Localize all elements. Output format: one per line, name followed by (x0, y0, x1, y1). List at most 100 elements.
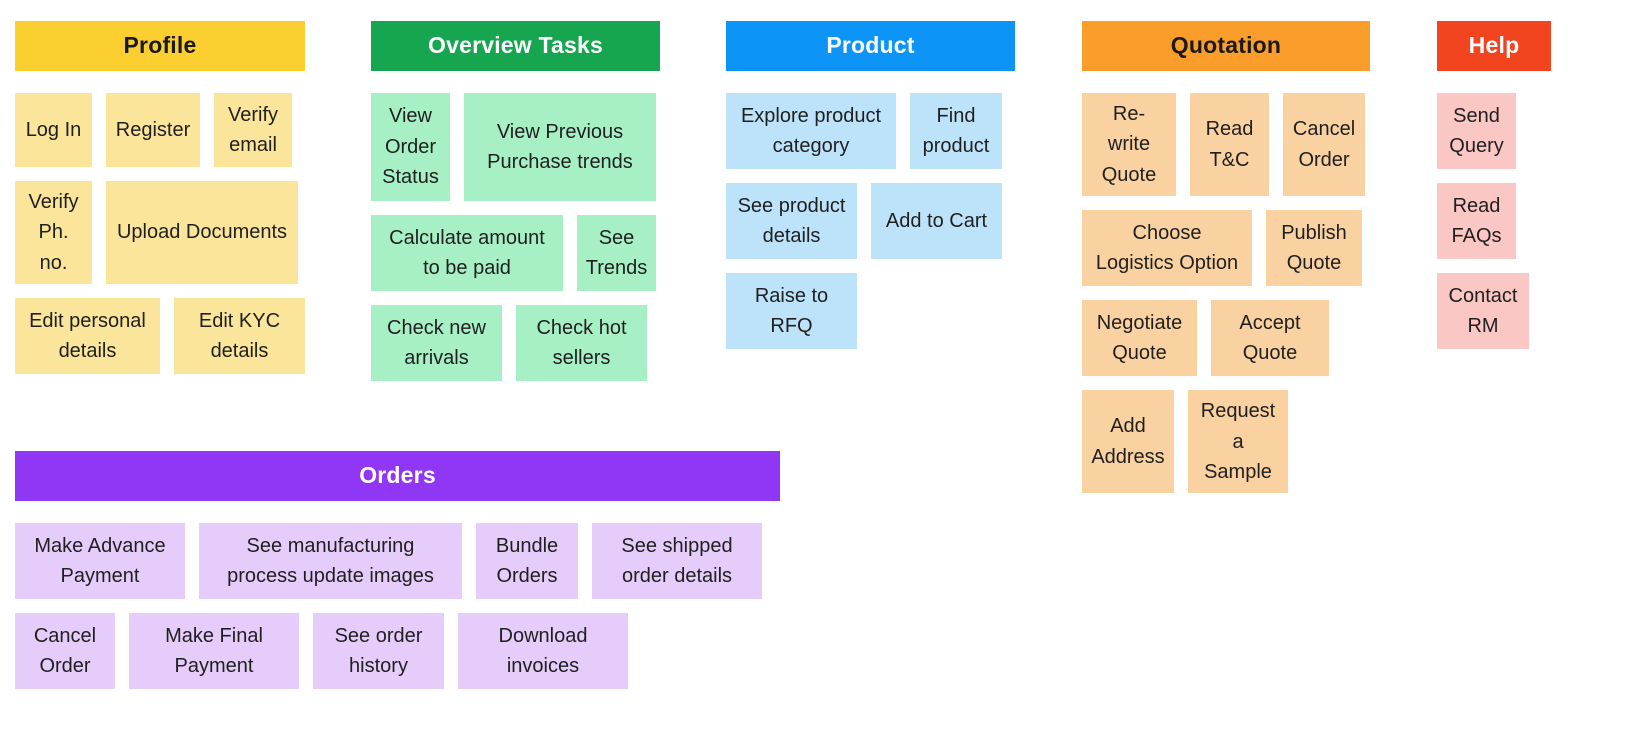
task-cell[interactable]: Make Advance Payment (15, 523, 185, 599)
task-cell-label: Find product (922, 104, 990, 157)
task-row: Add Address Request a Sample (1082, 390, 1370, 494)
task-cell[interactable]: View Previous Purchase trends (464, 93, 656, 201)
task-row: Verify Ph. no. Upload Documents (15, 181, 305, 285)
task-row: Explore product category Find product (726, 93, 1015, 169)
task-cell-label: Check new arrivals (387, 316, 486, 369)
task-cell[interactable]: Log In (15, 93, 92, 167)
task-cell[interactable]: Accept Quote (1211, 300, 1329, 377)
task-cell[interactable]: Request a Sample (1188, 390, 1288, 494)
task-row: Contact RM (1437, 273, 1551, 349)
task-row: Log In Register Verify email (15, 93, 305, 167)
task-cell[interactable]: See shipped order details (592, 523, 762, 599)
task-cell[interactable]: Publish Quote (1266, 210, 1362, 287)
task-cell[interactable]: Calculate amount to be paid (371, 215, 563, 291)
task-cell-label: Read T&C (1205, 118, 1254, 171)
task-cell-label: See product details (737, 194, 846, 247)
task-row: Choose Logistics Option Publish Quote (1082, 210, 1370, 287)
task-cell[interactable]: Upload Documents (106, 181, 298, 285)
task-cell-label: Publish Quote (1281, 221, 1347, 275)
task-cell[interactable]: See order history (313, 613, 444, 689)
task-cell[interactable]: Edit KYC details (173, 298, 305, 375)
task-cell[interactable]: Cancel Order (15, 613, 115, 689)
task-cell[interactable]: Choose Logistics Option (1082, 210, 1252, 287)
task-cell[interactable]: See Trends (577, 215, 656, 291)
column-header-overview-tasks: Overview Tasks (371, 21, 660, 71)
task-cell[interactable]: Send Query (1437, 93, 1516, 169)
task-cell[interactable]: Read FAQs (1437, 183, 1516, 259)
column-header-product: Product (726, 21, 1015, 71)
task-cell[interactable]: Verify email (214, 93, 292, 167)
task-cell[interactable]: Add Address (1082, 390, 1174, 494)
task-row: Send Query (1437, 93, 1551, 169)
column-rows-overview-tasks: View Order Status View Previous Purchase … (371, 93, 660, 381)
task-row: Make Advance Payment See manufacturing pr… (15, 523, 780, 599)
task-cell-label: See Trends (585, 226, 648, 279)
column-overview-tasks: Overview Tasks View Order Status View Pre… (371, 21, 660, 381)
task-cell-label: Upload Documents (116, 221, 288, 244)
task-cell[interactable]: Check hot sellers (516, 305, 647, 381)
task-cell-label: Edit KYC details (198, 309, 281, 363)
task-cell-label: View Order Status (382, 105, 439, 189)
task-cell[interactable]: Explore product category (726, 93, 896, 169)
task-cell-label: Bundle Orders (495, 534, 559, 587)
task-cell-label: Verify Ph. no. (28, 191, 79, 274)
task-cell[interactable]: Cancel Order (1283, 93, 1365, 197)
task-cell[interactable]: Download invoices (458, 613, 628, 689)
task-cell-label: See shipped order details (621, 534, 733, 587)
task-cell-label: Calculate amount to be paid (389, 226, 545, 279)
task-cell-label: Register (115, 118, 191, 141)
column-rows-orders: Make Advance Payment See manufacturing pr… (15, 523, 780, 689)
column-quotation: Quotation Re-write Quote Read T&C Cancel O… (1082, 21, 1370, 494)
task-cell[interactable]: Find product (910, 93, 1002, 169)
task-cell[interactable]: Register (106, 93, 200, 167)
task-cell-label: See manufacturing process update images (227, 534, 434, 587)
task-cell-label: View Previous Purchase trends (487, 120, 633, 173)
task-cell[interactable]: Verify Ph. no. (15, 181, 92, 285)
task-cell[interactable]: See manufacturing process update images (199, 523, 462, 599)
task-cell-label: Check hot sellers (536, 316, 627, 369)
column-header-orders: Orders (15, 451, 780, 501)
task-cell[interactable]: Make Final Payment (129, 613, 299, 689)
task-row: Calculate amount to be paid See Trends (371, 215, 660, 291)
task-cell-label: Choose Logistics Option (1095, 221, 1239, 275)
task-cell-label: Log In (25, 118, 82, 141)
task-cell-label: Send Query (1449, 104, 1504, 157)
task-cell-label: Explore product category (740, 104, 882, 157)
task-row: Re-write Quote Read T&C Cancel Order (1082, 93, 1370, 197)
task-cell-label: Edit personal details (29, 309, 146, 363)
task-cell[interactable]: See product details (726, 183, 857, 259)
task-cell-label: Negotiate Quote (1096, 311, 1183, 365)
task-cell-label: Verify email (227, 103, 279, 156)
task-row: Check new arrivals Check hot sellers (371, 305, 660, 381)
task-cell[interactable]: Raise to RFQ (726, 273, 857, 349)
task-cell-label: Read FAQs (1451, 194, 1502, 247)
task-cell-label: Download invoices (498, 624, 588, 677)
task-cell-label: Re-write Quote (1101, 103, 1157, 186)
task-cell-label: Request a Sample (1200, 400, 1276, 483)
task-cell[interactable]: Re-write Quote (1082, 93, 1176, 197)
column-orders: Orders Make Advance Payment See manufactu… (15, 451, 780, 689)
task-cell[interactable]: Bundle Orders (476, 523, 578, 599)
task-cell-label: Raise to RFQ (754, 284, 829, 337)
task-row: See product details Add to Cart (726, 183, 1015, 259)
task-cell[interactable]: Read T&C (1190, 93, 1269, 197)
task-cell[interactable]: Check new arrivals (371, 305, 502, 381)
task-cell[interactable]: Edit personal details (15, 298, 160, 375)
task-cell[interactable]: Negotiate Quote (1082, 300, 1197, 377)
task-cell-label: See order history (334, 624, 423, 677)
task-cell[interactable]: View Order Status (371, 93, 450, 201)
column-product: Product Explore product category Find pro… (726, 21, 1015, 349)
column-header-quotation: Quotation (1082, 21, 1370, 71)
task-cell[interactable]: Contact RM (1437, 273, 1529, 349)
task-row: Edit personal details Edit KYC details (15, 298, 305, 375)
task-cell-label: Accept Quote (1239, 311, 1301, 365)
task-cell[interactable]: Add to Cart (871, 183, 1002, 259)
task-cell-label: Make Advance Payment (34, 534, 166, 587)
